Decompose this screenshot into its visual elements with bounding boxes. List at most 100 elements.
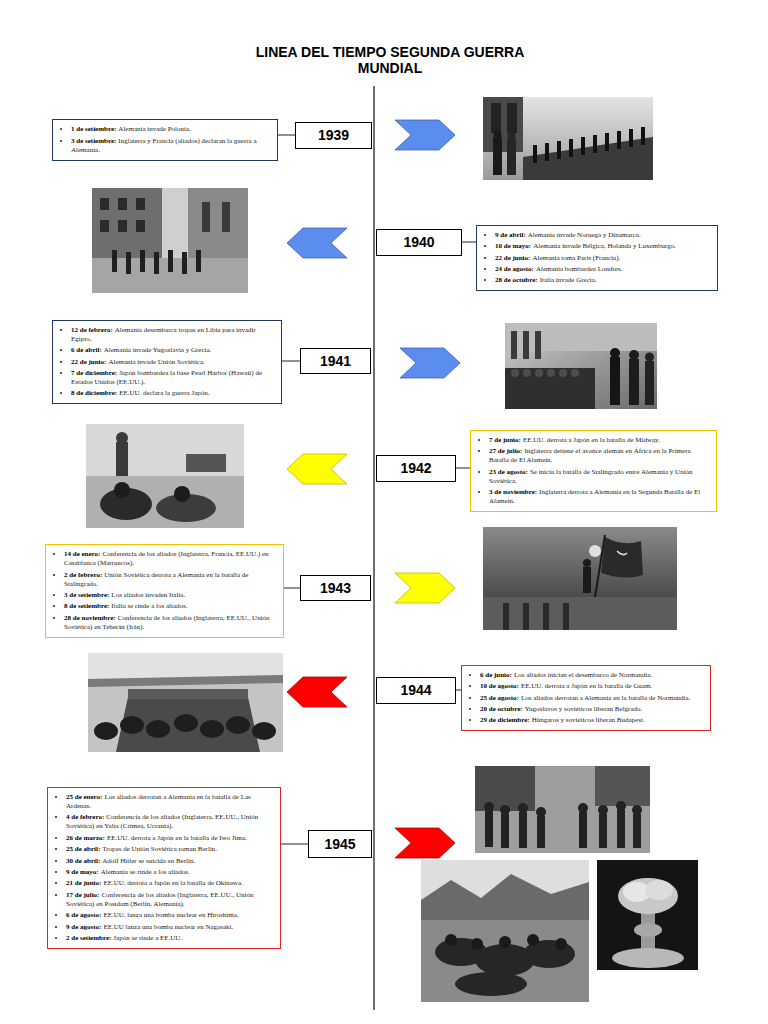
- event-item: 3 de setiembre:Los aliados invaden Itali…: [64, 591, 277, 600]
- event-date: 25 de abril:: [66, 845, 100, 853]
- connector-layer: [278, 135, 476, 844]
- event-item: 10 de mayo:Alemania invade Bélgica, Hola…: [495, 242, 711, 251]
- event-text: Alemania se rinde a los aliados.: [101, 868, 190, 876]
- year-box: 1945: [308, 830, 372, 858]
- event-text: EE.UU. lanza una bomba nuclear en Hirosh…: [103, 911, 238, 919]
- year-box: 1943: [300, 575, 371, 601]
- year-label: 1945: [324, 836, 355, 852]
- chevron-right: [400, 348, 460, 378]
- event-item: 22 de junio:Alemania invade Unión Soviét…: [71, 358, 275, 367]
- event-box: 1 de setiembre:Alemania invade Polonia.3…: [52, 119, 278, 160]
- event-date: 17 de julio:: [66, 891, 99, 899]
- photo-desert: [86, 424, 244, 528]
- event-date: 6 de agosto:: [66, 911, 101, 919]
- event-item: 8 de diciembre:EE.UU. declara la guerra …: [71, 389, 275, 398]
- event-item: 22 de junio:Alemania toma París (Francia…: [495, 254, 711, 263]
- event-text: Adolf Hitler se suicida en Berlín.: [102, 857, 195, 865]
- event-text: EE.UU. declara la guerra Japón.: [119, 389, 209, 397]
- event-item: 25 de abril:Tropas de Unión Soviética to…: [66, 845, 274, 854]
- photo-review: [505, 323, 657, 409]
- year-box: 1940: [376, 229, 462, 256]
- year-label: 1941: [320, 353, 351, 369]
- event-date: 7 de junio:: [489, 436, 521, 444]
- event-text: Italia se rinde a los aliados.: [111, 602, 187, 610]
- connector-line: [456, 468, 470, 469]
- event-text: Los aliados inician el desembarco de Nor…: [514, 671, 652, 679]
- event-box: 25 de enero:Los aliados derrotan a Alema…: [47, 787, 281, 949]
- event-date: 8 de diciembre:: [71, 389, 117, 397]
- connector-line: [462, 242, 476, 243]
- event-item: 7 de diciembre:Japón bombardea la base P…: [71, 369, 275, 387]
- photo-parade: [483, 97, 653, 180]
- event-text: Yugoslavos y soviéticos liberan Belgrado…: [525, 705, 643, 713]
- event-date: 12 de febrero:: [71, 326, 113, 334]
- event-text: Alemania invade Bélgica, Holanda y Luxem…: [533, 242, 676, 250]
- event-item: 7 de junio:EE.UU. derrota a Japón en la …: [489, 436, 710, 445]
- event-text: Alemania invade Yugoslavia y Grecia.: [104, 346, 212, 354]
- event-text: Alemania bombardea Londres.: [536, 265, 623, 273]
- event-text: Italia invade Grecia.: [540, 276, 597, 284]
- event-date: 7 de diciembre:: [71, 369, 117, 377]
- event-item: 2 de febrero:Unión Soviética derrota a A…: [64, 571, 277, 589]
- event-list: 14 de enero:Conferencia de los aliados (…: [50, 550, 277, 632]
- event-text: EE.UU. derrota a Japón en la batalla de …: [103, 879, 242, 887]
- event-item: 28 de octubre:Italia invade Grecia.: [495, 276, 711, 285]
- year-label: 1944: [400, 682, 431, 698]
- event-list: 7 de junio:EE.UU. derrota a Japón en la …: [475, 436, 710, 506]
- year-label: 1943: [320, 580, 351, 596]
- event-item: 25 de agosto:Los aliados derrotan a Alem…: [480, 694, 704, 703]
- event-item: 12 de febrero:Alemania desembarca tropas…: [71, 326, 275, 344]
- event-text: Los aliados invaden Italia.: [111, 591, 185, 599]
- event-list: 9 de abril:Alemania invade Noruega y Din…: [481, 231, 711, 286]
- event-item: 9 de agosto:EE.UU lanza una bomba nuclea…: [66, 923, 274, 932]
- chevron-left: [287, 454, 347, 484]
- chevron-right: [395, 573, 455, 603]
- connector-line: [278, 135, 295, 136]
- event-item: 27 de julio:Inglaterra detiene el avance…: [489, 447, 710, 465]
- event-date: 20 de octubre:: [480, 705, 523, 713]
- event-date: 26 de marzo:: [66, 834, 105, 842]
- event-date: 22 de junio:: [495, 254, 530, 262]
- event-item: 6 de abril:Alemania invade Yugoslavia y …: [71, 346, 275, 355]
- event-item: 14 de enero:Conferencia de los aliados (…: [64, 550, 277, 568]
- event-box: 7 de junio:EE.UU. derrota a Japón en la …: [470, 430, 717, 512]
- event-item: 2 de setiembre:Japón se rinde a EE.UU.: [66, 934, 274, 943]
- event-date: 28 de noviembre:: [64, 614, 116, 622]
- event-item: 10 de agosto:EE.UU. derrota a Japón en l…: [480, 682, 704, 691]
- photo-flag: [483, 527, 677, 630]
- event-date: 22 de junio:: [71, 358, 106, 366]
- event-date: 3 de setiembre:: [71, 137, 116, 145]
- year-label: 1940: [403, 234, 434, 250]
- event-date: 27 de julio:: [489, 447, 522, 455]
- event-date: 21 de junio:: [66, 879, 101, 887]
- event-date: 3 de setiembre:: [64, 591, 109, 599]
- event-date: 9 de abril:: [495, 231, 526, 239]
- event-date: 25 de agosto:: [480, 694, 519, 702]
- event-date: 1 de setiembre:: [71, 125, 116, 133]
- event-date: 29 de diciembre:: [480, 716, 530, 724]
- event-list: 25 de enero:Los aliados derrotan a Alema…: [52, 793, 274, 943]
- event-text: Tropas de Unión Soviética toman Berlín.: [102, 845, 217, 853]
- event-item: 9 de abril:Alemania invade Noruega y Din…: [495, 231, 711, 240]
- event-box: 12 de febrero:Alemania desembarca tropas…: [52, 320, 282, 405]
- event-text: EE.UU. derrota a Japón en la batalla de …: [521, 682, 652, 690]
- event-text: Alemania invade Polonia.: [118, 125, 191, 133]
- event-date: 2 de setiembre:: [66, 934, 111, 942]
- chevron-left: [287, 677, 347, 707]
- event-item: 21 de junio:EE.UU. derrota a Japón en la…: [66, 879, 274, 888]
- event-date: 30 de abril:: [66, 857, 100, 865]
- event-item: 8 de setiembre:Italia se rinde a los ali…: [64, 602, 277, 611]
- year-box: 1944: [376, 677, 456, 704]
- event-item: 23 de agosto:Se inicia la batalla de Sta…: [489, 468, 710, 486]
- year-label: 1942: [400, 460, 431, 476]
- event-item: 6 de agosto:EE.UU. lanza una bomba nucle…: [66, 911, 274, 920]
- event-item: 28 de noviembre:Conferencia de los aliad…: [64, 614, 277, 632]
- event-text: Alemania invade Unión Soviética.: [108, 358, 204, 366]
- event-date: 28 de octubre:: [495, 276, 538, 284]
- event-item: 26 de marzo:EE.UU. derrota a Japón en la…: [66, 834, 274, 843]
- event-text: Húngaros y soviéticos liberan Budapest.: [532, 716, 645, 724]
- event-item: 25 de enero:Los aliados derrotan a Alema…: [66, 793, 274, 811]
- event-text: EE.UU. derrota a Japón en la batalla de …: [523, 436, 660, 444]
- year-box: 1939: [295, 122, 372, 149]
